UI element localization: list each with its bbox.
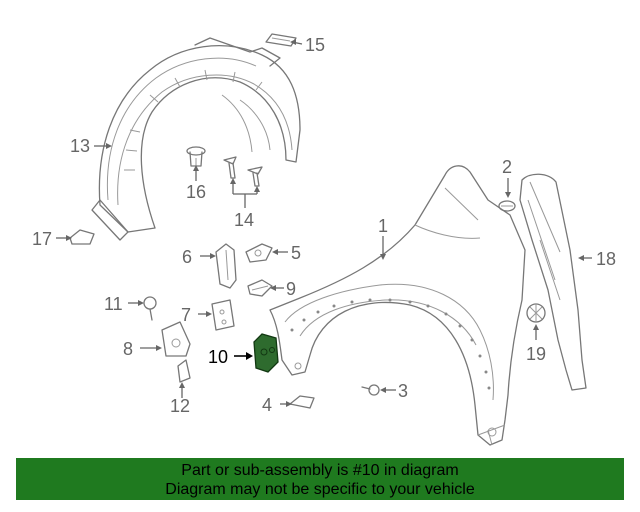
part-17-bracket	[69, 229, 95, 245]
callout-15[interactable]: 15	[305, 35, 325, 55]
callout-6[interactable]: 6	[182, 247, 192, 267]
callout-5[interactable]: 5	[291, 243, 301, 263]
callout-labels: 15 13 16 14 17 1 2 18 19 6 5 9 11 7 8 12…	[32, 35, 616, 416]
banner-line-2: Diagram may not be specific to your vehi…	[165, 481, 475, 498]
callout-14[interactable]: 14	[234, 210, 254, 230]
callout-10[interactable]: 10	[208, 347, 228, 367]
banner-line-1: Part or sub-assembly is #10 in diagram	[181, 462, 459, 479]
callout-8[interactable]: 8	[123, 339, 133, 359]
part-15-clip	[265, 33, 297, 47]
callout-1[interactable]: 1	[378, 216, 388, 236]
part-9-clip	[247, 279, 273, 297]
info-banner: Part or sub-assembly is #10 in diagram D…	[16, 458, 624, 500]
part-16-push-pin	[186, 146, 206, 167]
callout-19[interactable]: 19	[526, 344, 546, 364]
parts-diagram: 15 13 16 14 17 1 2 18 19 6 5 9 11 7 8 12…	[32, 33, 616, 446]
part-5-bracket	[245, 243, 273, 263]
callout-9[interactable]: 9	[286, 279, 296, 299]
callout-7[interactable]: 7	[181, 305, 191, 325]
part-19-grommet	[526, 303, 546, 323]
leader-lines	[56, 39, 592, 407]
callout-16[interactable]: 16	[186, 182, 206, 202]
callout-18[interactable]: 18	[596, 249, 616, 269]
part-8-bracket	[161, 321, 191, 357]
part-2-clip	[498, 200, 516, 212]
part-6-bracket	[215, 243, 237, 289]
callout-4[interactable]: 4	[262, 395, 272, 415]
callout-13[interactable]: 13	[70, 136, 90, 156]
callout-3[interactable]: 3	[398, 381, 408, 401]
part-14-push-pins	[223, 156, 263, 187]
part-11-bolt	[143, 296, 157, 321]
callout-17[interactable]: 17	[32, 229, 52, 249]
part-13-wheelhouse-liner	[91, 37, 301, 241]
part-12-bracket	[177, 359, 191, 383]
part-1-fender	[269, 165, 526, 446]
part-3-bolt	[361, 384, 380, 396]
callout-2[interactable]: 2	[502, 157, 512, 177]
part-10-bracket-highlighted	[253, 333, 279, 373]
part-4-bracket	[289, 395, 315, 409]
callout-11[interactable]: 11	[104, 294, 123, 314]
part-7-bracket	[211, 299, 235, 331]
callout-12[interactable]: 12	[170, 396, 190, 416]
part-18-insulator	[519, 173, 587, 391]
